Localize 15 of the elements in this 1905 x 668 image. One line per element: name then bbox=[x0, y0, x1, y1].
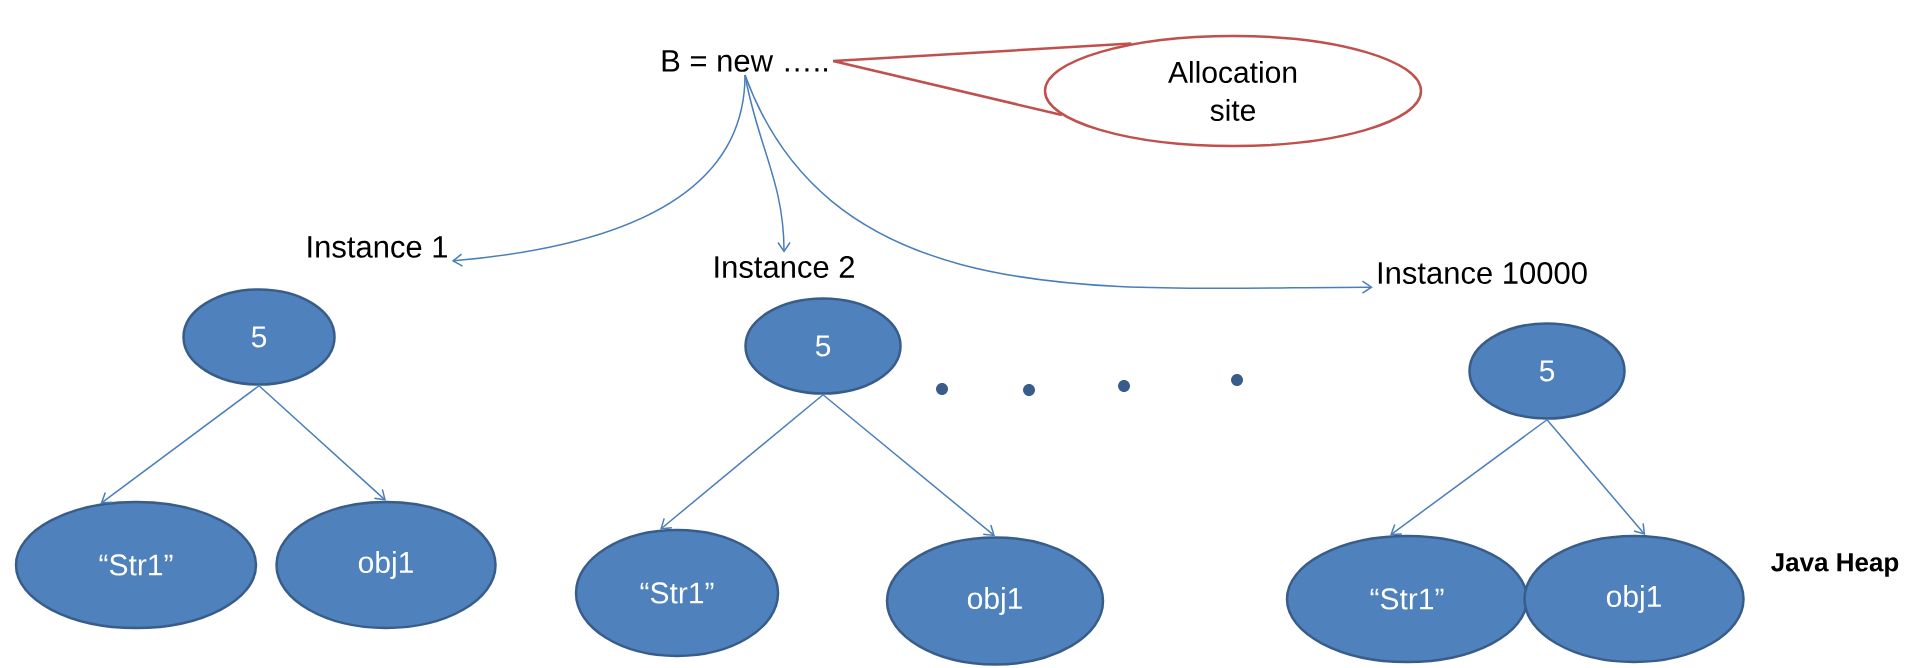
arrow bbox=[1546, 419, 1646, 536]
arrow bbox=[822, 394, 995, 537]
callout-bubble: Allocation site bbox=[1043, 34, 1423, 148]
code-text: Instance 10000 bbox=[1378, 262, 1587, 284]
code-text: Instance 1 bbox=[308, 236, 447, 258]
heap-label: Java Heap bbox=[1771, 553, 1899, 577]
arrow bbox=[451, 74, 746, 267]
arrow bbox=[660, 394, 824, 530]
arrow bbox=[100, 385, 260, 504]
callout-tail bbox=[831, 42, 1133, 117]
code-text: B = new ….. bbox=[662, 50, 827, 72]
arrow bbox=[1389, 419, 1548, 536]
code-text: Instance 2 bbox=[715, 256, 854, 278]
arrow bbox=[258, 385, 386, 501]
arrow bbox=[744, 74, 1373, 294]
